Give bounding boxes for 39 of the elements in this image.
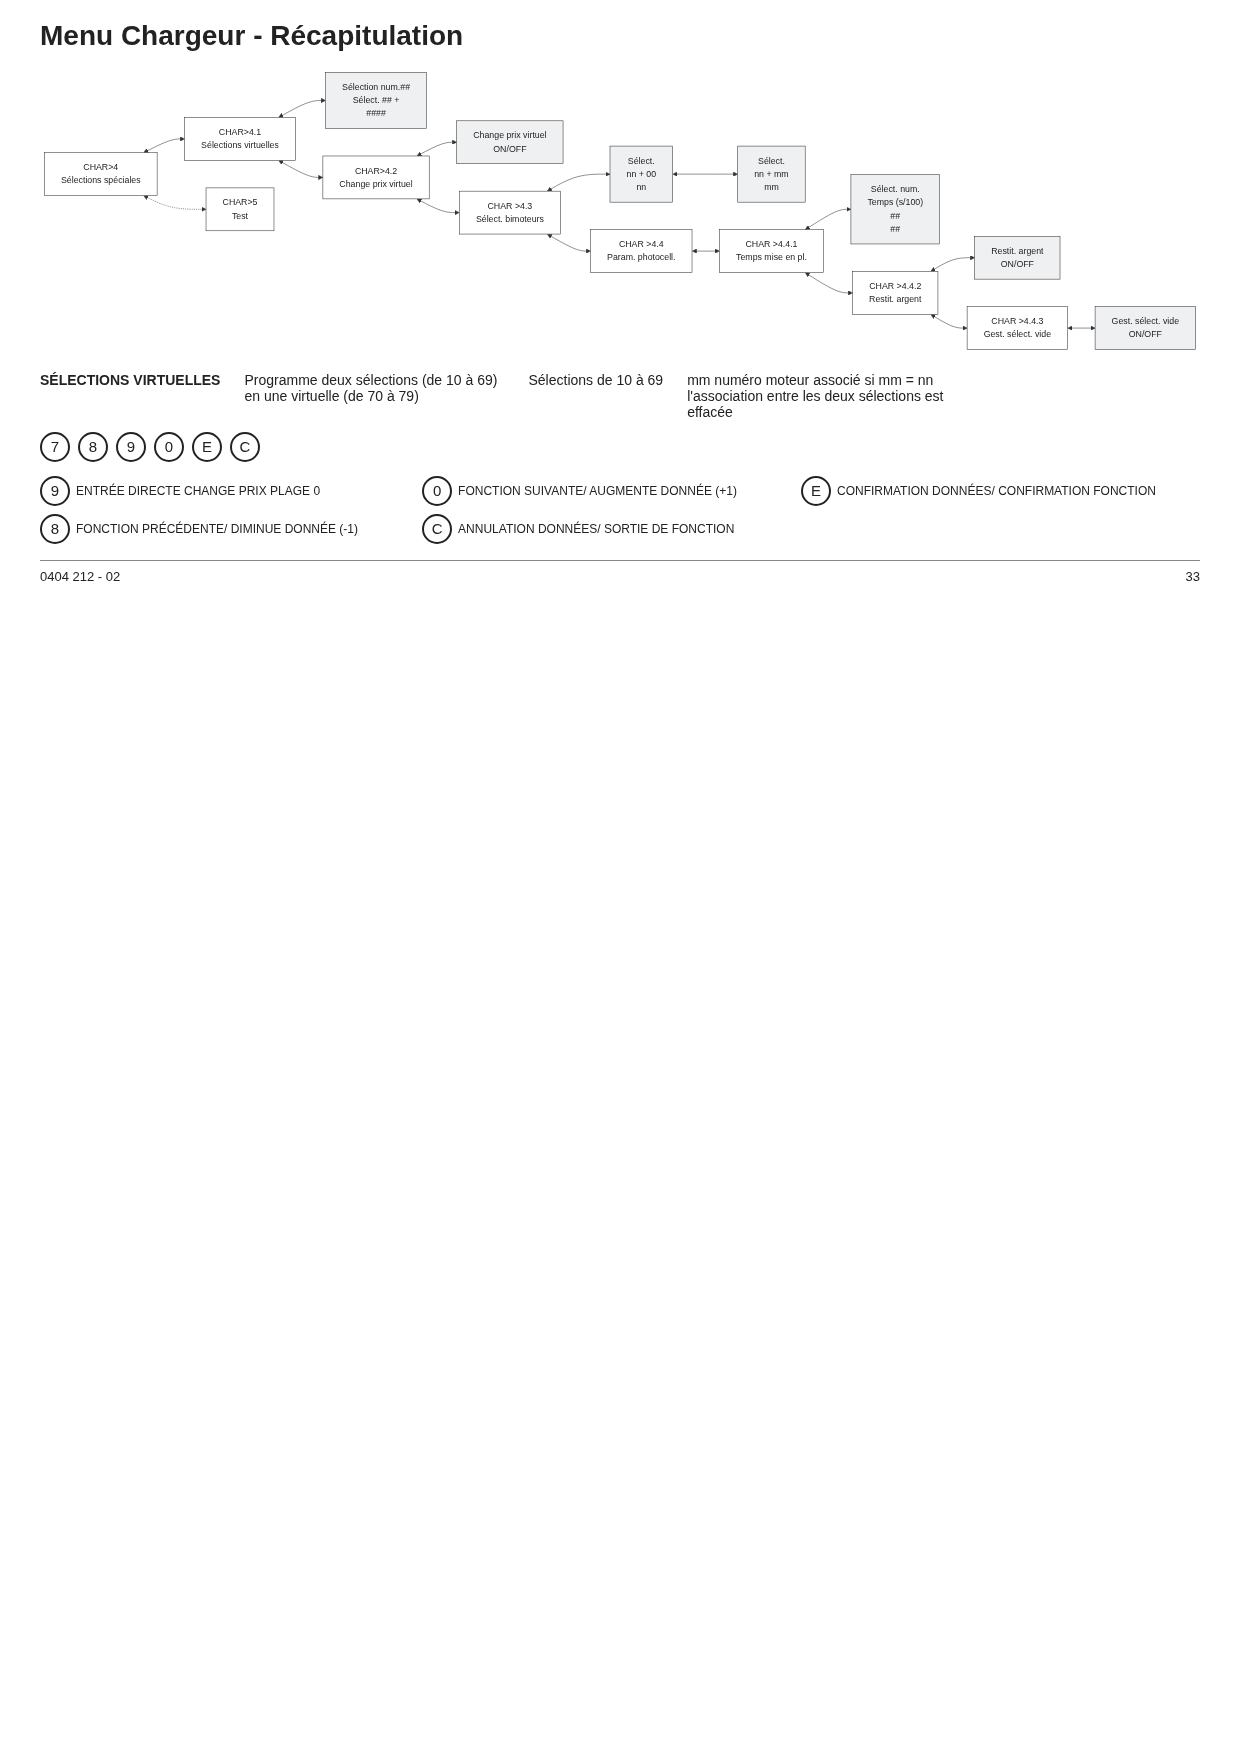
node-box: CHAR>5 Test <box>205 187 275 232</box>
legend-text: ANNULATION DONNÉES/ SORTIE DE FONCTION <box>458 521 735 536</box>
legend-text: ENTRÉE DIRECTE CHANGE PRIX PLAGE 0 <box>76 483 321 498</box>
key-symbol: 0 <box>422 475 453 506</box>
node-box: Sélect. nn + mm mm <box>737 145 806 203</box>
key-symbol: 7 <box>40 431 70 462</box>
note-text: mm numéro moteur associé si mm = nn l'association entre les deux sélections est effacée <box>687 371 945 420</box>
legend-text: FONCTION SUIVANTE/ AUGMENTE DONNÉE (+1) <box>458 483 737 498</box>
legend-text: CONFIRMATION DONNÉES/ CONFIRMATION FONCTION <box>837 483 1156 498</box>
node-box: Sélect. nn + 00 nn <box>609 145 673 203</box>
node-box: CHAR>4 Sélections spéciales <box>44 152 158 196</box>
node-box: CHAR >4.4 Param. photocell. <box>590 229 693 273</box>
node-box: CHAR >4.4.1 Temps mise en pl. <box>719 229 824 273</box>
page-title: Menu Chargeur - Récapitulation <box>40 20 465 52</box>
note-text: Programme deux sélections (de 10 à 69) en une virtuelle (de 70 à 79) <box>244 371 499 406</box>
key-symbol: E <box>192 431 222 462</box>
node-box: CHAR >4.4.3 Gest. sélect. vide <box>966 306 1068 350</box>
page-number: 33 <box>1185 568 1200 584</box>
node-box: Gest. sélect. vide ON/OFF <box>1094 306 1196 350</box>
node-box: CHAR>4.1 Sélections virtuelles <box>184 117 296 161</box>
node-box: Sélection num.## Sélect. ## + #### <box>325 72 427 129</box>
note-heading: SÉLECTIONS VIRTUELLES <box>40 371 221 390</box>
key-symbol: C <box>422 513 453 544</box>
note-text: Sélections de 10 à 69 <box>528 371 664 390</box>
node-box: CHAR>4.2 Change prix virtuel <box>322 155 430 200</box>
key-symbol: C <box>230 431 260 462</box>
node-box: CHAR >4.4.2 Restit. argent <box>852 271 939 315</box>
node-box: CHAR >4.3 Sélect. bimoteurs <box>459 190 561 235</box>
key-symbol: 8 <box>78 431 108 462</box>
document-number: 0404 212 - 02 <box>40 568 121 584</box>
key-symbol: E <box>801 475 831 506</box>
node-box: Sélect. num. Temps (s/100) ## ## <box>850 174 940 245</box>
key-symbol: 0 <box>154 431 184 462</box>
legend-text: FONCTION PRÉCÉDENTE/ DIMINUE DONNÉE (-1) <box>76 521 358 536</box>
key-symbol: 8 <box>40 513 70 544</box>
key-symbol: 9 <box>40 475 70 506</box>
node-box: Change prix virtuel ON/OFF <box>456 120 564 164</box>
node-box: Restit. argent ON/OFF <box>974 236 1061 280</box>
key-symbol: 9 <box>116 431 146 462</box>
